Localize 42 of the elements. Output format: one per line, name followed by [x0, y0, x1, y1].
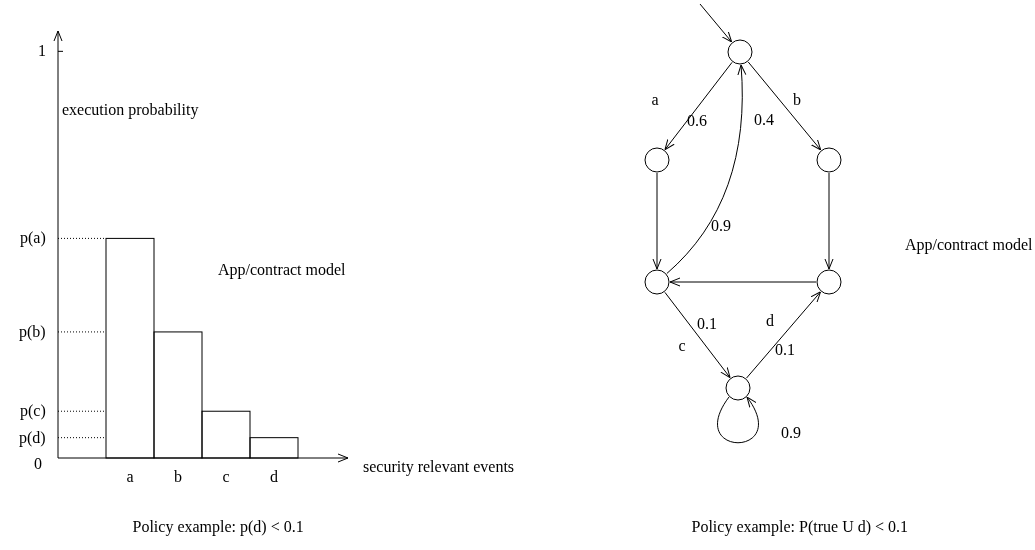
- arrow: [824, 172, 834, 270]
- state-circle: [644, 269, 670, 295]
- annotation: App/contract model: [218, 261, 346, 279]
- axis-title: execution probability: [62, 101, 199, 119]
- category-label: c: [222, 468, 230, 486]
- category-label: a: [126, 468, 134, 486]
- arrow: [664, 61, 733, 151]
- arrow: [669, 277, 817, 287]
- event-label: c: [678, 337, 686, 355]
- axis-title: security relevant events: [363, 458, 515, 476]
- arrow: [699, 3, 733, 43]
- tick-label: p(d): [19, 428, 46, 447]
- state-circle: [816, 147, 842, 173]
- edge-label: 0.4: [754, 111, 774, 129]
- arrow: [745, 291, 822, 379]
- event-label: d: [766, 312, 774, 330]
- event-label: a: [651, 91, 659, 109]
- tick-label: 0: [34, 455, 42, 473]
- arrow: [666, 64, 747, 274]
- arrow: [664, 291, 731, 379]
- state-circle: [816, 269, 842, 295]
- caption: Policy example: P(true U d) < 0.1: [691, 518, 909, 536]
- tick-label: 1: [38, 42, 46, 61]
- edge-label: 0.9: [781, 424, 801, 442]
- category-label: d: [270, 468, 278, 486]
- edge-label: 0.1: [775, 341, 795, 359]
- tick-label: p(a): [20, 229, 46, 248]
- arrow: [717, 396, 759, 444]
- tick-label: p(c): [20, 402, 46, 421]
- arrow: [747, 61, 822, 151]
- edge-label: 0.6: [687, 112, 707, 130]
- state-circle: [727, 39, 753, 65]
- event-label: b: [793, 91, 801, 109]
- state-circle: [725, 375, 751, 401]
- caption: Policy example: p(d) < 0.1: [132, 518, 304, 536]
- annotation: App/contract model: [905, 236, 1033, 254]
- tick-label: p(b): [19, 322, 46, 341]
- edge-label: 0.1: [697, 315, 717, 333]
- category-label: b: [174, 468, 182, 486]
- edge-label: 0.9: [711, 217, 731, 235]
- state-circle: [644, 147, 670, 173]
- arrow: [652, 172, 662, 270]
